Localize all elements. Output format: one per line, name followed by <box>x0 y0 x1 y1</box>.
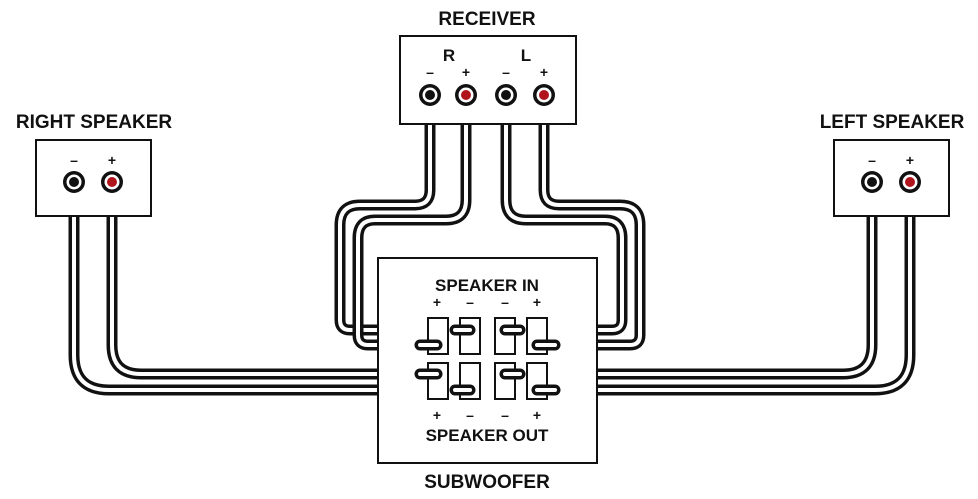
negative-terminal-center <box>425 90 435 100</box>
speaker-in-terminal-label: + <box>533 294 541 310</box>
receiver: RECEIVER R L – + – + <box>399 9 577 125</box>
left-speaker-terminal-label: + <box>906 152 914 168</box>
positive-terminal-center <box>539 90 549 100</box>
positive-terminal-center <box>107 177 117 187</box>
speaker-in-terminal-label: – <box>466 294 474 310</box>
speaker-in-clip <box>494 317 516 355</box>
receiver-terminal-l-pos <box>533 84 555 106</box>
speaker-out-clip <box>494 362 516 400</box>
right-speaker: RIGHT SPEAKER – + <box>16 112 173 217</box>
receiver-terminal-label: + <box>540 64 548 80</box>
receiver-box <box>399 35 577 125</box>
speaker-out-terminal-label: – <box>501 407 509 423</box>
negative-terminal-center <box>69 177 79 187</box>
left-speaker-terminal-pos <box>899 171 921 193</box>
receiver-terminal-label: – <box>502 64 510 80</box>
negative-terminal-center <box>501 90 511 100</box>
speaker-in-label: SPEAKER IN <box>435 276 539 295</box>
speaker-out-terminal-label: + <box>533 407 541 423</box>
receiver-title: RECEIVER <box>438 9 535 30</box>
receiver-terminal-label: – <box>426 64 434 80</box>
right-speaker-title: RIGHT SPEAKER <box>16 112 173 133</box>
positive-terminal-center <box>905 177 915 187</box>
receiver-terminal-r-neg <box>419 84 441 106</box>
left-speaker-box <box>833 139 950 217</box>
speaker-wires <box>68 90 916 396</box>
left-speaker-terminal-neg <box>861 171 883 193</box>
right-speaker-box <box>35 139 152 217</box>
right-speaker-terminal-pos <box>101 171 123 193</box>
wire-ends <box>414 324 561 396</box>
receiver-terminal-r-pos <box>455 84 477 106</box>
speaker-in-terminal-label: – <box>501 294 509 310</box>
receiver-terminal-l-neg <box>495 84 517 106</box>
positive-terminal-center <box>461 90 471 100</box>
subwoofer: SPEAKER IN + – – + + – – + SPEAKER OUT S… <box>377 257 598 493</box>
speaker-out-label: SPEAKER OUT <box>426 426 549 445</box>
left-speaker: LEFT SPEAKER – + <box>820 112 965 217</box>
right-speaker-terminal-label: + <box>108 152 116 168</box>
right-speaker-terminal-label: – <box>70 152 78 168</box>
receiver-terminal-label: + <box>462 64 470 80</box>
negative-terminal-center <box>867 177 877 187</box>
speaker-in-terminal-label: + <box>433 294 441 310</box>
left-speaker-title: LEFT SPEAKER <box>820 112 965 133</box>
left-speaker-terminal-label: – <box>868 152 876 168</box>
receiver-channel-r: R <box>443 46 455 65</box>
speaker-out-terminal-label: – <box>466 407 474 423</box>
speaker-out-terminal-label: + <box>433 407 441 423</box>
receiver-channel-l: L <box>521 46 531 65</box>
subwoofer-title: SUBWOOFER <box>424 472 550 493</box>
right-speaker-terminal-neg <box>63 171 85 193</box>
subwoofer-box <box>377 257 598 464</box>
speaker-out-clip <box>427 362 449 400</box>
speaker-in-clip <box>459 317 481 355</box>
